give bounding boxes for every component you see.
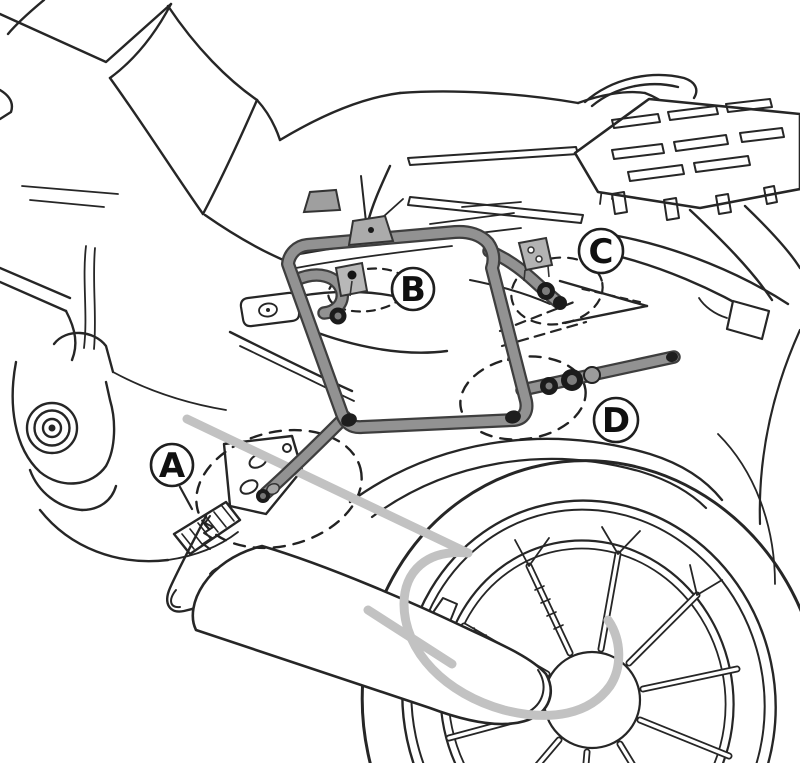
turn-signal (698, 297, 771, 341)
swingarm (191, 544, 552, 726)
top-case-plate (573, 97, 800, 221)
drive-belt (182, 414, 624, 720)
rear-hugger (348, 328, 800, 585)
callout-a-letter: A (159, 446, 186, 486)
callout-c: C (577, 227, 625, 275)
pannier-rack (256, 188, 681, 503)
callout-d: D (592, 396, 640, 444)
callout-b: B (390, 266, 436, 312)
callout-a-circle (149, 442, 195, 488)
callout-a: A (149, 442, 195, 488)
callout-b-circle (390, 266, 436, 312)
engine-case (11, 331, 239, 563)
callout-a-leader (178, 485, 194, 511)
callout-b-letter: B (400, 270, 426, 310)
callouts: A B C D (149, 227, 640, 488)
callout-d-letter: D (602, 401, 630, 441)
callout-c-letter: C (589, 232, 614, 272)
footpeg-bracket (172, 434, 304, 556)
callout-d-circle (592, 396, 640, 444)
callout-c-circle (577, 227, 625, 275)
motorcycle-line-art (0, 0, 800, 613)
rack-fasteners (256, 188, 678, 503)
